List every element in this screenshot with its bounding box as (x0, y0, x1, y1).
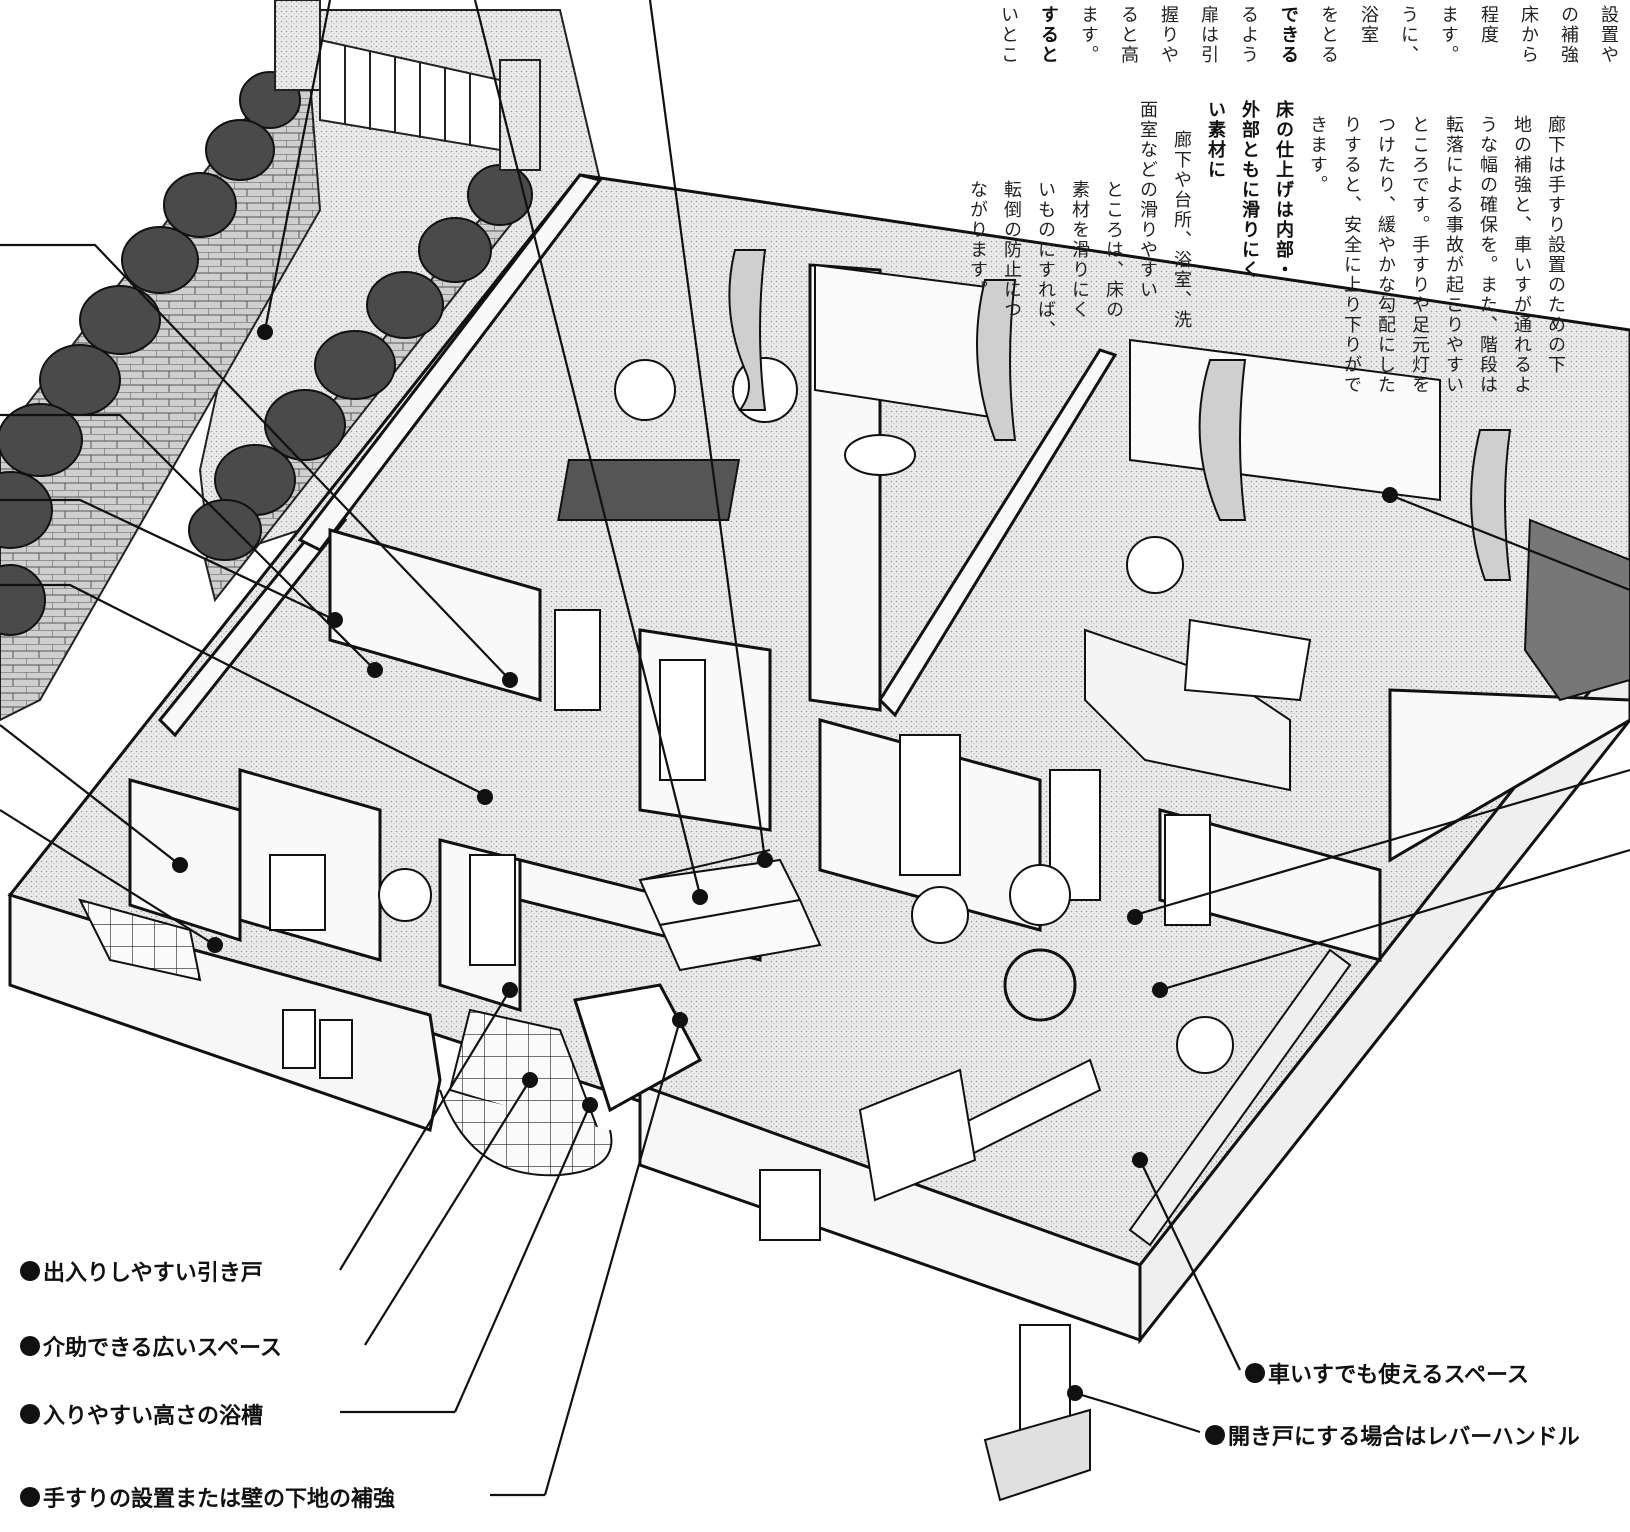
callout-sliding-door: 出入りしやすい引き戸 (20, 1255, 263, 1287)
staircase (638, 849, 822, 972)
heading-line: い素材に (1205, 100, 1226, 180)
callout-handrail: 手すりの設置または壁の下地の補強 (20, 1481, 395, 1513)
callout-text: 入りやすい高さの浴槽 (43, 1404, 264, 1429)
fragment-line: ます。 (1438, 5, 1459, 65)
bullet-icon (1245, 1363, 1265, 1383)
fragment-line: の補強 (1558, 5, 1579, 65)
fragment-line: 扉は引 (1198, 5, 1219, 65)
text-line: きます。 (1307, 115, 1328, 195)
text-line: 転落による事故が起こりやすい (1443, 115, 1464, 395)
callout-text: 介助できる広いスペース (43, 1336, 282, 1361)
hedge-right (188, 164, 533, 561)
text-line: りすると、安全に上り下りがで (1341, 115, 1362, 395)
low-table (557, 459, 741, 521)
person-head (1176, 1016, 1234, 1074)
hedge-left (0, 71, 301, 636)
text-line: 廊下や台所、浴室、洗 (1171, 130, 1192, 330)
callout-text: 車いすでも使えるスペース (1268, 1363, 1529, 1388)
leader-dots (172, 324, 1398, 1401)
bullet-icon (20, 1487, 40, 1507)
callout-text: 手すりの設置または壁の下地の補強 (43, 1487, 396, 1512)
callout-wheelchair-space: 車いすでも使えるスペース (1245, 1357, 1529, 1389)
floor-paragraph: 床の仕上げは内部・ 外部ともに滑りにく い素材に 廊下や台所、浴室、洗 面室など… (960, 100, 1300, 340)
fragment-line: うに、 (1398, 5, 1419, 65)
bullet-icon (1205, 1425, 1225, 1445)
right-wall (1138, 637, 1630, 1345)
callout-assist-space: 介助できる広いスペース (20, 1330, 282, 1362)
entrance-steps (983, 1408, 1091, 1502)
curtains (728, 249, 1512, 581)
wheelchair-wheel (1003, 948, 1077, 1022)
text-line: ところです。手すりや足元灯を (1409, 115, 1430, 395)
person-head (1126, 536, 1184, 594)
fragment-line: できる (1278, 5, 1299, 65)
fragment-line: すると (1038, 5, 1059, 65)
fragment-line: いとこ (998, 5, 1019, 65)
kitchen-counter (1128, 948, 1352, 1247)
dining-table (858, 1068, 977, 1202)
callout-bathtub-height: 入りやすい高さの浴槽 (20, 1398, 263, 1430)
fragment-line: 握りや (1158, 5, 1179, 65)
text-line: ながります。 (967, 180, 988, 300)
text-line: 地の補強と、車いすが通れるよ (1511, 115, 1532, 395)
gate-fence (319, 38, 501, 152)
fragment-line: 設置や (1598, 5, 1619, 65)
fragment-line: をとる (1318, 5, 1339, 65)
leader-lines (0, 0, 1630, 1497)
gate-pillar (274, 0, 321, 91)
callout-text: 開き戸にする場合はレバーハンドル (1228, 1425, 1580, 1450)
gate-pillar (499, 59, 541, 171)
text-line: うな幅の確保を。また、階段は (1477, 115, 1498, 395)
fragment-line: 程度 (1478, 5, 1499, 45)
cat (844, 434, 916, 476)
fragment-column-group: 設置やの補強床から程度ます。うに、浴室をとるできるるよう扉は引握りやると高ます。… (905, 5, 1625, 235)
bullet-icon (20, 1261, 40, 1281)
bathtub (573, 983, 703, 1113)
person-head (1009, 864, 1071, 926)
text-line: 素材を滑りにく (1069, 180, 1090, 320)
washing-machine (269, 854, 326, 931)
bullet-icon (20, 1336, 40, 1356)
bullet-icon (20, 1404, 40, 1424)
interior-doors (469, 609, 1211, 1466)
heading-line: 床の仕上げは内部・ (1273, 100, 1294, 280)
fragment-line: 床から (1518, 5, 1539, 65)
coffee-table (1183, 618, 1312, 702)
person-head (378, 868, 432, 922)
text-line: ところは、床の (1103, 180, 1124, 320)
front-window (282, 1009, 821, 1241)
text-line: 面室などの滑りやすい (1137, 100, 1158, 300)
toilet-floor (78, 898, 202, 982)
text-line: いものにすれば、 (1035, 180, 1056, 340)
person-head (911, 886, 969, 944)
text-line: 廊下は手すり設置のための下 (1545, 115, 1566, 375)
text-line: 転倒の防止につ (1001, 180, 1022, 320)
fragment-line: るよう (1238, 5, 1259, 65)
fragment-line: ると高 (1118, 5, 1139, 65)
person-head (614, 359, 676, 421)
person-head (732, 357, 798, 423)
callout-lever-handle: 開き戸にする場合はレバーハンドル (1205, 1419, 1580, 1451)
heading-line: 外部ともに滑りにく (1239, 100, 1260, 280)
fragment-line: ます。 (1078, 5, 1099, 65)
tv (1523, 518, 1630, 702)
text-line: つけたり、緩やかな勾配にした (1375, 115, 1396, 395)
fragment-line: 浴室 (1358, 5, 1379, 45)
callout-text: 出入りしやすい引き戸 (43, 1261, 263, 1286)
corridor-paragraph: 廊下は手すり設置のための下 地の補強と、車いすが通れるよ うな幅の確保を。また、… (1300, 115, 1572, 395)
